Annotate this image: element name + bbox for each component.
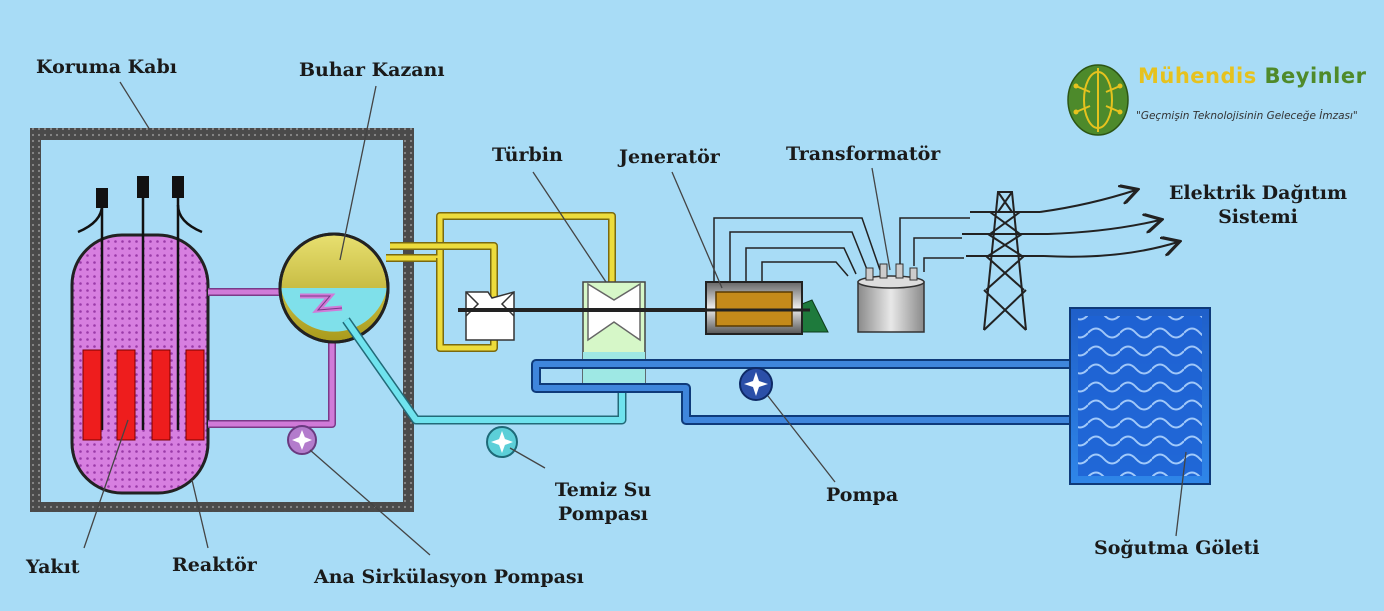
transmission-tower <box>962 191 1048 331</box>
generator-wires <box>713 217 881 282</box>
label-generator: Jeneratör <box>619 146 720 168</box>
leader-lines <box>83 81 1187 556</box>
label-turbine: Türbin <box>492 144 563 166</box>
label-transformer: Transformatör <box>786 143 941 165</box>
label-cooling-pond: Soğutma Göleti <box>1094 537 1260 559</box>
label-distribution-line2: Sistemi <box>1218 206 1298 228</box>
cooling-pump-symbol <box>739 367 773 401</box>
brand-name-part2: Beyinler <box>1264 64 1367 88</box>
label-distribution-system: Elektrik Dağıtım Sistemi <box>1160 181 1356 229</box>
brand-slogan: "Geçmişin Teknolojisinin Geleceğe İmzası… <box>1136 110 1358 122</box>
label-reactor: Reaktör <box>172 554 257 576</box>
reactor-vessel <box>70 176 210 495</box>
label-distribution-line1: Elektrik Dağıtım <box>1168 182 1348 204</box>
feedwater-pump-symbol <box>486 426 518 458</box>
transformer <box>857 263 925 333</box>
label-fuel: Yakıt <box>26 556 80 578</box>
brand-name: Mühendis Beyinler <box>1138 64 1366 88</box>
fuel-rods <box>82 349 205 441</box>
label-feedwater-pump: Temiz Su Pompası <box>546 478 660 526</box>
main-circulation-pump-symbol <box>287 425 317 455</box>
distribution-arrows <box>1039 190 1178 258</box>
label-main-circulation-pump: Ana Sirkülasyon Pompası <box>314 566 584 588</box>
label-containment: Koruma Kabı <box>36 56 177 78</box>
label-steam-generator: Buhar Kazanı <box>299 59 445 81</box>
transformer-wires <box>899 217 970 272</box>
brain-logo <box>1067 64 1129 136</box>
cooling-pond <box>1069 307 1211 485</box>
label-feedwater-pump-line2: Pompası <box>557 503 649 525</box>
generator <box>705 281 829 335</box>
cooling-loop-pipes <box>531 359 1072 425</box>
label-feedwater-pump-line1: Temiz Su <box>554 479 652 501</box>
label-pump: Pompa <box>826 484 899 506</box>
steam-loop-pipes <box>386 212 616 352</box>
steam-generator <box>278 232 390 344</box>
brand-name-part1: Mühendis <box>1138 64 1257 88</box>
